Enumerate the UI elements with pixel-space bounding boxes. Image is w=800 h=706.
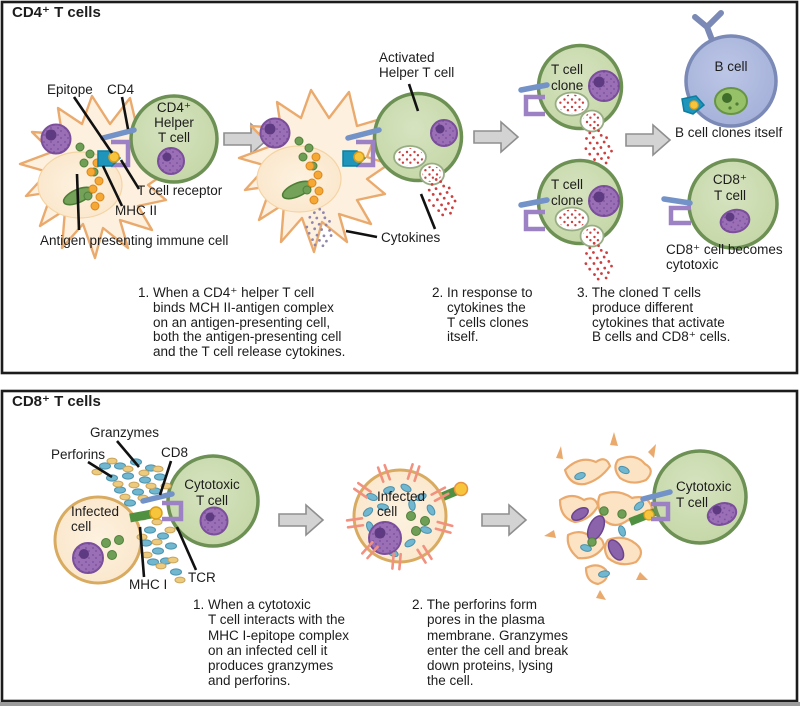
cytotoxic-t-cell-label-1: Cytotoxic T cell <box>184 477 240 508</box>
cytotoxic-t-cell-1 <box>166 454 260 548</box>
cd4-step2-caption: 2. In response to cytokines the T cells … <box>432 285 533 345</box>
cd8-step2-caption: 2. The perforins form pores in the plasm… <box>412 597 569 689</box>
b-cell-clones-label: B cell clones itself <box>675 125 783 140</box>
helper-t-cell-label: CD4⁺ Helper T cell <box>154 100 194 145</box>
cytotoxic-t-cell-2 <box>628 449 748 545</box>
cd8-becomes-cytotoxic-label: CD8⁺ cell becomes cytotoxic <box>666 242 783 272</box>
mhc1-tcr-complex-1 <box>129 491 184 523</box>
perforins-label: Perforins <box>51 447 106 462</box>
cd4-panel-title: CD4⁺ T cells <box>12 4 101 21</box>
cd8-step1-caption: 1. When a cytotoxic T cell interacts wit… <box>193 597 350 689</box>
mhc2-label: MHC II <box>115 203 157 218</box>
infected-cell-label-1: Infected cell <box>71 504 120 534</box>
label-lines-stage2 <box>345 83 437 239</box>
mhc1-label: MHC I <box>129 577 168 592</box>
cd4-step3-caption: 3. The cloned T cells produce different … <box>577 285 731 345</box>
cd8-t-cell-label: CD8⁺ T cell <box>712 172 748 203</box>
t-cell-clone-label-1: T cell clone <box>551 62 584 93</box>
label-lines-stage1 <box>72 96 141 231</box>
infected-cell-label-2: Infected cell <box>377 489 426 519</box>
epitope-label: Epitope <box>47 82 93 97</box>
cd8-t-cell <box>661 158 779 250</box>
t-cell-clone-label-2: T cell clone <box>551 177 584 208</box>
t-cell-receptor-label: T cell receptor <box>137 183 223 198</box>
infected-cell-1 <box>53 495 143 585</box>
cytokines-label: Cytokines <box>381 230 441 245</box>
b-cell-label: B cell <box>714 59 748 74</box>
label-lines-stage1b <box>87 440 198 578</box>
cd4-panel-graphics <box>0 0 799 375</box>
cd4-step1-caption: 1. When a CD4⁺ helper T cell binds MCH I… <box>138 285 346 360</box>
screenshot-edge-strip <box>0 702 800 706</box>
cd8-panel-title: CD8⁺ T cells <box>12 393 101 410</box>
cd8-panel-graphics <box>0 389 799 703</box>
b-cell <box>681 10 778 128</box>
cd4-label: CD4 <box>107 82 135 97</box>
activated-helper-label: Activated Helper T cell <box>379 50 455 80</box>
tcr-label: TCR <box>188 570 216 585</box>
infected-cell-2 <box>345 463 469 571</box>
activated-helper-t-cell <box>372 91 464 186</box>
antigen-presenting-cell-label: Antigen presenting immune cell <box>40 233 229 248</box>
cd8-label: CD8 <box>161 445 189 460</box>
lysed-cell <box>544 432 656 600</box>
cytotoxic-t-cell-label-2: Cytotoxic T cell <box>676 479 732 510</box>
helper-t-cell <box>129 94 219 184</box>
granzymes-label: Granzymes <box>90 425 160 440</box>
